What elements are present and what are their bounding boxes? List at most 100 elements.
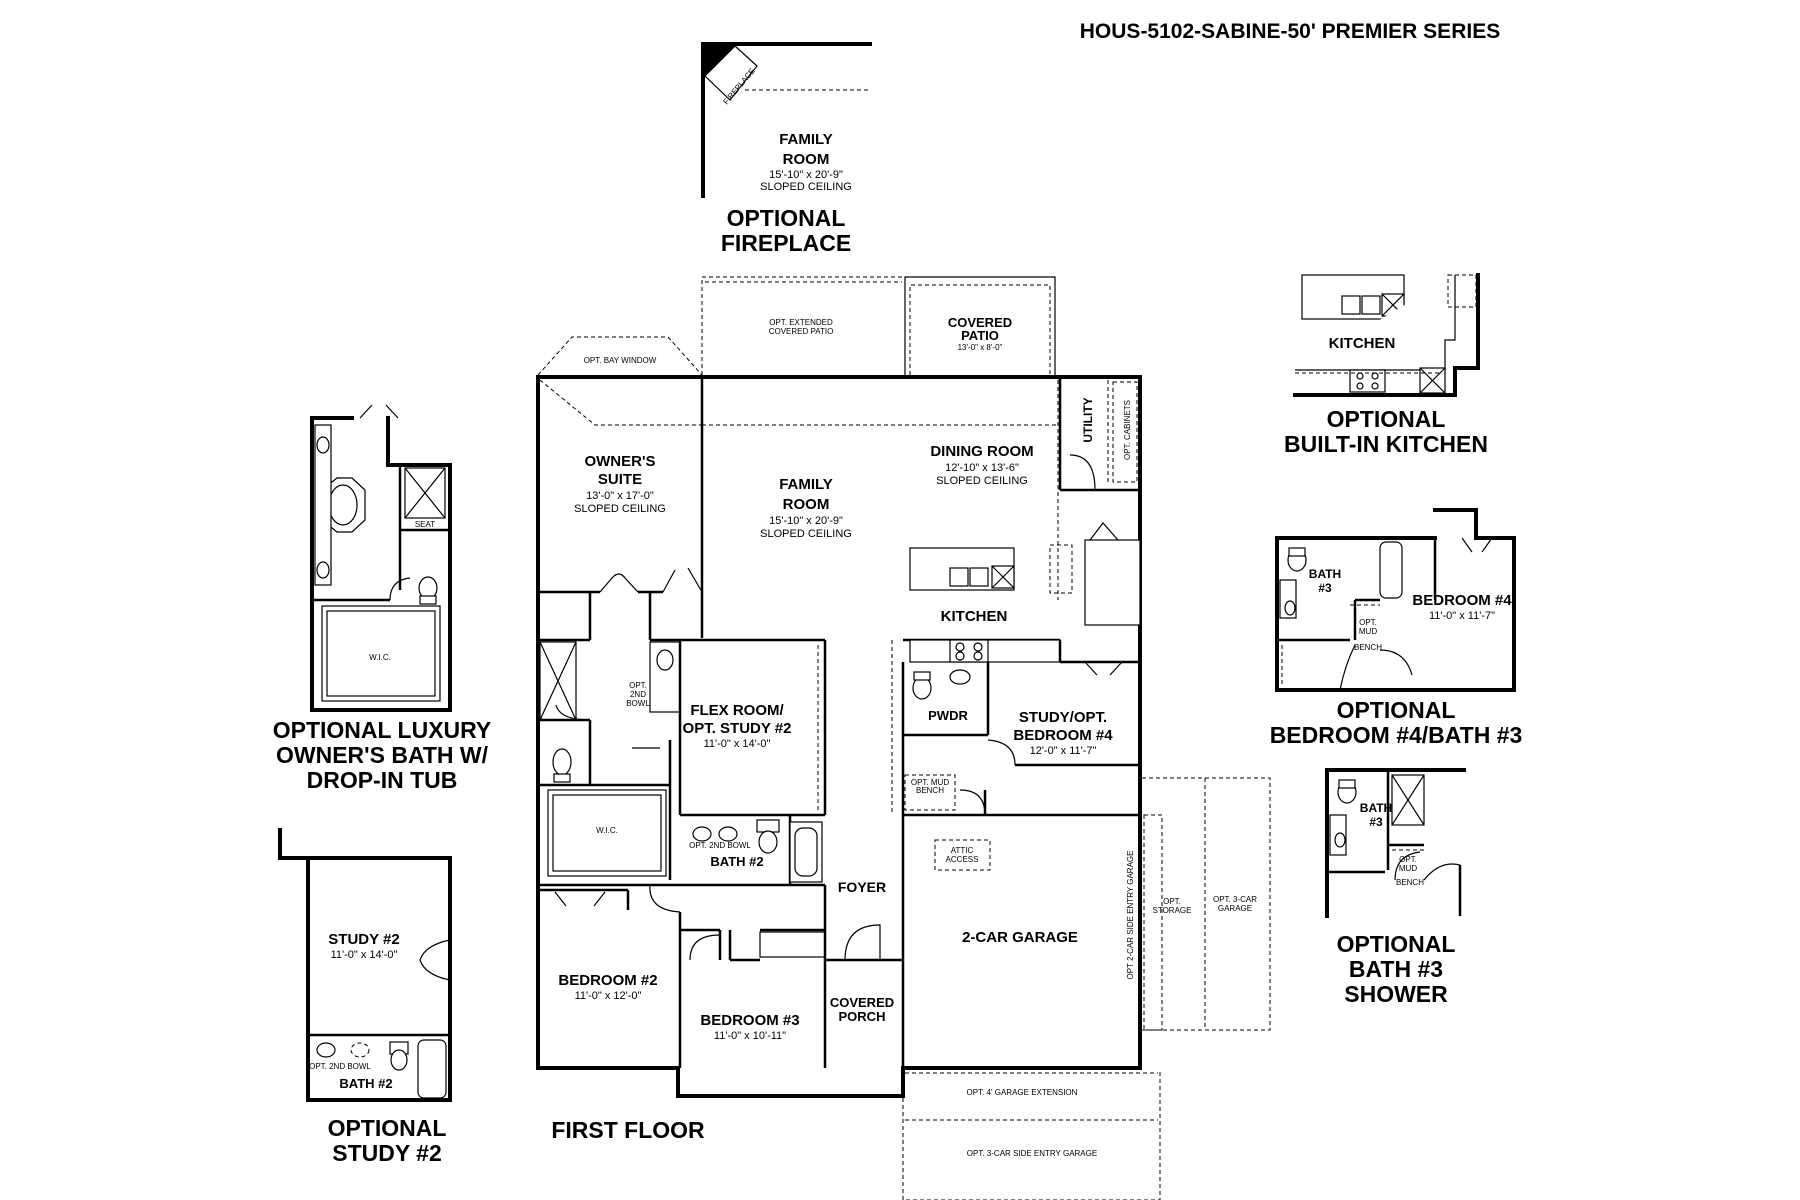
luxury-bath-caption: OPTIONAL LUXURY — [273, 717, 492, 743]
bedroom4-inset-mud-3: BENCH — [1354, 643, 1382, 652]
dining-room-label: DINING ROOM — [930, 443, 1033, 460]
bedroom2-dims: 11'-0" x 12'-0" — [575, 990, 642, 1002]
study2-inset-opt: OPT. 2ND BOWL — [309, 1062, 371, 1071]
fireplace-inset-dims: 15'-10" x 20'-9" — [769, 169, 843, 181]
pwdr-label: PWDR — [928, 708, 968, 723]
optional-bath3-inset: BATH #3 OPT. MUD BENCH OPTIONAL BATH #3 … — [1325, 768, 1466, 1007]
covered-porch-label: COVERED — [830, 995, 894, 1010]
bedroom4-caption: OPTIONAL — [1337, 697, 1456, 723]
utility-label: UTILITY — [1081, 397, 1095, 442]
opt-cabinets-label: OPT. CABINETS — [1123, 400, 1132, 460]
dining-room-note: SLOPED CEILING — [936, 475, 1028, 487]
opt-storage-label: OPT. — [1163, 897, 1181, 906]
kitchen-inset-label: KITCHEN — [1329, 335, 1396, 352]
covered-patio-label-2: PATIO — [961, 328, 999, 343]
dining-room-dims: 12'-10" x 13'-6" — [945, 462, 1019, 474]
attic-access-label: ATTIC — [951, 846, 974, 855]
bedroom4-caption-2: BEDROOM #4/BATH #3 — [1270, 722, 1523, 748]
optional-kitchen-inset: KITCHEN OPTIONAL BUILT-IN KITCHEN — [1284, 273, 1488, 457]
optional-luxury-bath-inset: SEAT W.I.C. OPTIONAL LUXURY OWNER'S BATH… — [273, 404, 492, 793]
study2-caption-2: STUDY #2 — [332, 1140, 442, 1166]
bedroom2-label: BEDROOM #2 — [558, 972, 657, 989]
attic-access-label-2: ACCESS — [946, 855, 979, 864]
bedroom4-inset-bath: BATH — [1309, 567, 1341, 581]
bedroom3-dims: 11'-0" x 10'-11" — [714, 1030, 786, 1042]
covered-patio-label: COVERED — [948, 315, 1012, 330]
opt-storage-label-2: STORAGE — [1153, 906, 1192, 915]
luxury-bath-seat-label: SEAT — [415, 520, 435, 529]
optional-bedroom4-inset: BATH #3 OPT. MUD BENCH BEDROOM #4 11'-0"… — [1270, 508, 1523, 748]
bedroom4-inset-mud: OPT. — [1359, 618, 1377, 627]
covered-patio-dims: 13'-0" x 8'-0" — [958, 343, 1003, 352]
study-bedroom4-dims: 12'-0" x 11'-7" — [1030, 745, 1097, 757]
kitchen-caption: OPTIONAL — [1327, 406, 1446, 432]
family-room-label: FAMILY — [779, 476, 833, 493]
fireplace-inset-room-2: ROOM — [783, 151, 830, 168]
study2-caption: OPTIONAL — [328, 1115, 447, 1141]
optional-study2-inset: STUDY #2 11'-0" x 14'-0" OPT. 2ND BOWL B… — [278, 828, 452, 1166]
study2-inset-bath: BATH #2 — [339, 1076, 392, 1091]
study-bedroom4-label-2: BEDROOM #4 — [1013, 727, 1113, 744]
bath3-inset-bath: BATH — [1360, 801, 1392, 815]
opt-bay-window-label: OPT. BAY WINDOW — [584, 356, 657, 365]
bath3-caption-3: SHOWER — [1344, 981, 1448, 1007]
fireplace-caption: OPTIONAL — [727, 205, 846, 231]
fireplace-caption-2: FIREPLACE — [721, 230, 851, 256]
opt-side-entry-label: OPT 2-CAR SIDE ENTRY GARAGE — [1126, 851, 1135, 980]
owners-suite-note: SLOPED CEILING — [574, 503, 666, 515]
fireplace-label: FIREPLACE — [721, 66, 756, 106]
first-floor-caption: FIRST FLOOR — [551, 1117, 705, 1143]
flex-room-dims: 11'-0" x 14'-0" — [704, 738, 771, 750]
opt-garage-ext-label: OPT. 4' GARAGE EXTENSION — [967, 1088, 1078, 1097]
bedroom4-inset-mud-2: MUD — [1359, 627, 1377, 636]
bath3-inset-mud-2: MUD — [1399, 864, 1417, 873]
fireplace-inset-room: FAMILY — [779, 131, 833, 148]
flex-room-label-2: OPT. STUDY #2 — [683, 720, 792, 737]
bedroom4-inset-dims: 11'-0" x 11'-7" — [1429, 610, 1495, 622]
study2-inset-room: STUDY #2 — [328, 931, 399, 948]
bath2-opt-label: OPT. 2ND BOWL — [689, 841, 751, 850]
bath3-inset-mud: OPT. — [1399, 855, 1417, 864]
luxury-bath-wic-label: W.I.C. — [369, 653, 391, 662]
bath3-caption-2: BATH #3 — [1349, 956, 1443, 982]
bath3-inset-mud-3: BENCH — [1396, 878, 1424, 887]
opt-2nd-bowl-label-2: 2ND — [630, 690, 646, 699]
owners-suite-label-2: SUITE — [598, 471, 642, 488]
first-floor-plan: OPT. BAY WINDOW OPT. EXTENDED COVERED PA… — [536, 276, 1271, 1200]
study-bedroom4-label: STUDY/OPT. — [1019, 709, 1107, 726]
opt-2nd-bowl-label: OPT. — [629, 681, 647, 690]
optional-fireplace-inset: FIREPLACE FAMILY ROOM 15'-10" x 20'-9" S… — [701, 42, 872, 256]
kitchen-caption-2: BUILT-IN KITCHEN — [1284, 431, 1488, 457]
bedroom3-label: BEDROOM #3 — [700, 1012, 799, 1029]
opt-3car-label: OPT. 3-CAR — [1213, 895, 1257, 904]
opt-3car-label-2: GARAGE — [1218, 904, 1252, 913]
opt-3car-side-label: OPT. 3-CAR SIDE ENTRY GARAGE — [967, 1149, 1097, 1158]
opt-mud-bench-label: OPT. MUD — [911, 778, 949, 787]
bath3-inset-bath-2: #3 — [1369, 815, 1383, 829]
flex-room-label: FLEX ROOM/ — [690, 702, 784, 719]
opt-2nd-bowl-label-3: BOWL — [626, 699, 650, 708]
bath3-caption: OPTIONAL — [1337, 931, 1456, 957]
opt-extended-patio-label: OPT. EXTENDED — [769, 318, 833, 327]
bath2-label: BATH #2 — [710, 854, 763, 869]
fireplace-inset-note: SLOPED CEILING — [760, 181, 852, 193]
study2-inset-dims: 11'-0" x 14'-0" — [331, 949, 398, 961]
opt-mud-bench-label-2: BENCH — [916, 786, 944, 795]
family-room-note: SLOPED CEILING — [760, 528, 852, 540]
garage-label: 2-CAR GARAGE — [962, 929, 1078, 946]
owners-suite-dims: 13'-0" x 17'-0" — [586, 490, 654, 502]
plan-title: HOUS-5102-SABINE-50' PREMIER SERIES — [1080, 20, 1500, 43]
covered-porch-label-2: PORCH — [839, 1009, 886, 1024]
luxury-bath-caption-3: DROP-IN TUB — [307, 767, 458, 793]
family-room-dims: 15'-10" x 20'-9" — [769, 515, 843, 527]
owners-suite-label: OWNER'S — [584, 453, 655, 470]
foyer-label: FOYER — [838, 879, 886, 895]
luxury-bath-caption-2: OWNER'S BATH W/ — [276, 742, 489, 768]
wic-label: W.I.C. — [596, 826, 618, 835]
family-room-label-2: ROOM — [783, 496, 830, 513]
opt-extended-patio-label-2: COVERED PATIO — [769, 327, 834, 336]
kitchen-label: KITCHEN — [941, 608, 1008, 625]
bedroom4-inset-room: BEDROOM #4 — [1412, 592, 1512, 609]
bedroom4-inset-bath-2: #3 — [1318, 581, 1332, 595]
